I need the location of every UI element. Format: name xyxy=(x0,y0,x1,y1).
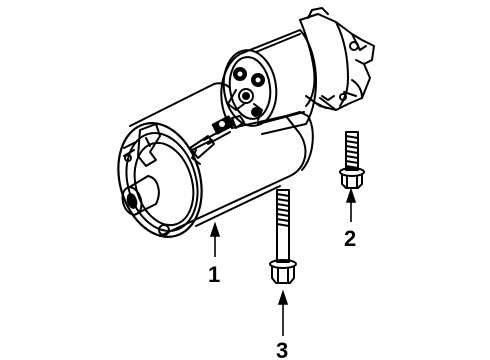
mounting-bolt-short xyxy=(339,131,365,189)
shaft-boss xyxy=(121,154,170,236)
field-terminal xyxy=(189,115,245,165)
motor-housing xyxy=(117,82,314,238)
solenoid-terminals xyxy=(227,67,265,121)
mounting-bolt-long xyxy=(269,189,297,284)
drive-housing xyxy=(299,7,375,111)
starter-motor-assembly xyxy=(117,7,375,238)
solenoid-rear xyxy=(317,95,335,109)
callout-1: 1 xyxy=(208,262,220,287)
leader-arrow-3 xyxy=(277,289,289,305)
callout-leaders xyxy=(209,187,357,336)
leader-arrow-1 xyxy=(209,221,221,237)
leader-arrow-2 xyxy=(345,187,357,203)
callout-3: 3 xyxy=(276,338,288,360)
solenoid xyxy=(220,29,317,135)
callout-2: 2 xyxy=(344,226,356,251)
